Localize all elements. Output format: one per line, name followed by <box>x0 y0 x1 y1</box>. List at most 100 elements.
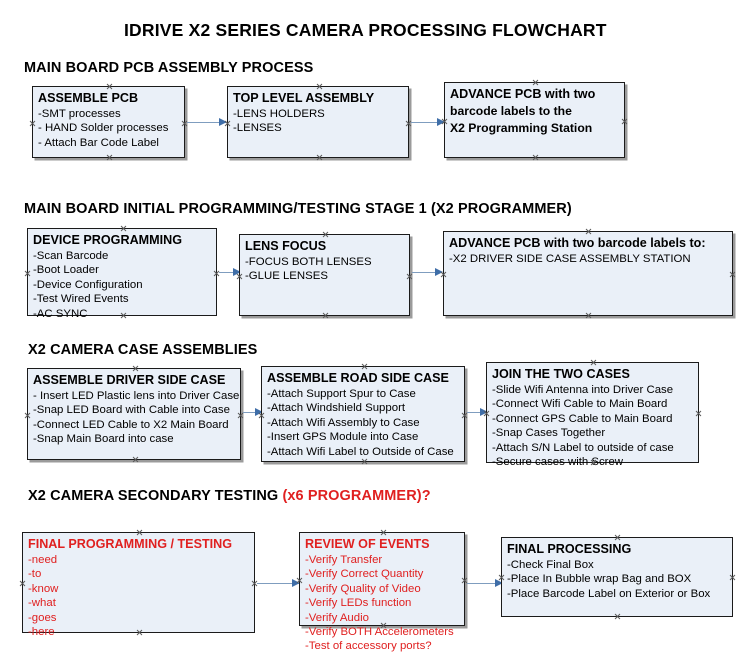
resize-handle-right[interactable] <box>461 412 468 419</box>
box-item: -Verify Audio <box>305 611 369 624</box>
box-item: -know <box>28 582 59 595</box>
box-final-processing[interactable]: FINAL PROCESSING -Check Final Box -Place… <box>501 537 733 617</box>
connector-line <box>412 271 442 273</box>
box-header: FINAL PROGRAMMING / TESTING <box>28 537 233 551</box>
resize-handle-top[interactable] <box>106 83 113 90</box>
resize-handle-bottom[interactable] <box>614 613 621 620</box>
resize-handle-left[interactable] <box>29 120 36 127</box>
resize-handle-top[interactable] <box>590 359 597 366</box>
box-item: -Snap Main Board into case <box>33 433 174 446</box>
box-item: X2 Programming Station <box>450 121 593 135</box>
box-item: -Snap LED Board with Cable into Case <box>33 404 230 417</box>
connector-lens-focus-to-advance-pcb-driver-side <box>412 267 443 277</box>
resize-handle-top[interactable] <box>380 529 387 536</box>
box-header: REVIEW OF EVENTS <box>305 537 430 551</box>
connector-line <box>467 582 502 584</box>
box-item: -Attach Wifi Assembly to Case <box>267 416 420 429</box>
resize-handle-right[interactable] <box>729 574 736 581</box>
resize-handle-top[interactable] <box>316 83 323 90</box>
connector-review-of-events-to-final-processing <box>467 578 503 588</box>
box-item: -goes <box>28 611 57 624</box>
box-item: -Scan Barcode <box>33 250 109 262</box>
resize-handle-top[interactable] <box>532 79 539 86</box>
resize-handle-bottom[interactable] <box>361 458 368 465</box>
resize-handle-left[interactable] <box>498 574 505 581</box>
resize-handle-left[interactable] <box>24 412 31 419</box>
resize-handle-left[interactable] <box>441 118 448 125</box>
resize-handle-right[interactable] <box>695 410 702 417</box>
resize-handle-bottom[interactable] <box>316 154 323 161</box>
box-item: -Snap Cases Together <box>492 427 606 440</box>
connector-device-programming-to-lens-focus <box>219 267 241 277</box>
resize-handle-top[interactable] <box>361 363 368 370</box>
resize-handle-right[interactable] <box>729 271 736 278</box>
box-header: ASSEMBLE PCB <box>38 91 139 105</box>
box-header: LENS FOCUS <box>245 239 327 253</box>
connector-final-programming-to-review-of-events <box>257 578 300 588</box>
section-title-accent: (x6 PROGRAMMER)? <box>282 488 431 504</box>
resize-handle-right[interactable] <box>406 273 413 280</box>
resize-handle-left[interactable] <box>24 270 31 277</box>
box-lens-focus[interactable]: LENS FOCUS -FOCUS BOTH LENSES -GLUE LENS… <box>239 234 410 316</box>
resize-handle-bottom[interactable] <box>532 154 539 161</box>
box-assemble-driver-side-case[interactable]: ASSEMBLE DRIVER SIDE CASE - Insert LED P… <box>27 368 241 460</box>
box-item: -Verify LEDs function <box>305 597 412 610</box>
section-title-x2-camera-secondary-testing: X2 CAMERA SECONDARY TESTING (x6 PROGRAMM… <box>28 488 431 504</box>
box-assemble-pcb[interactable]: ASSEMBLE PCB -SMT processes - HAND Solde… <box>32 86 185 158</box>
resize-handle-bottom[interactable] <box>322 312 329 319</box>
box-item: -LENSES <box>233 122 282 135</box>
resize-handle-top[interactable] <box>132 365 139 372</box>
connector-line <box>187 121 226 123</box>
resize-handle-right[interactable] <box>461 577 468 584</box>
box-device-programming[interactable]: DEVICE PROGRAMMING -Scan Barcode -Boot L… <box>24 225 220 320</box>
resize-handle-top[interactable] <box>120 225 127 232</box>
resize-handle-left[interactable] <box>258 412 265 419</box>
box-item: -AC SYNC <box>33 307 88 320</box>
resize-handle-left[interactable] <box>296 577 303 584</box>
box-final-programming-testing[interactable]: FINAL PROGRAMMING / TESTING -need -to -k… <box>19 529 258 638</box>
box-advance-pcb-driver-side[interactable]: ADVANCE PCB with two barcode labels to: … <box>443 231 733 316</box>
resize-handle-right[interactable] <box>405 120 412 127</box>
box-top-level-assembly[interactable]: TOP LEVEL ASSEMBLY -LENS HOLDERS -LENSES <box>227 86 409 158</box>
box-item: -what <box>28 597 56 610</box>
connector-line <box>411 121 444 123</box>
box-advance-pcb-programming-station[interactable]: ADVANCE PCB with two barcode labels to t… <box>444 82 625 158</box>
resize-handle-top[interactable] <box>322 231 329 238</box>
box-item: -Insert GPS Module into Case <box>267 431 419 444</box>
box-item: -Secure cases with Screw <box>492 456 624 469</box>
box-assemble-road-side-case[interactable]: ASSEMBLE ROAD SIDE CASE -Attach Support … <box>261 366 465 462</box>
resize-handle-bottom[interactable] <box>585 312 592 319</box>
section-title-main-board-initial-programming: MAIN BOARD INITIAL PROGRAMMING/TESTING S… <box>24 201 572 217</box>
section-title-text: MAIN BOARD PCB ASSEMBLY PROCESS <box>24 60 314 76</box>
resize-handle-right[interactable] <box>621 118 628 125</box>
resize-handle-left[interactable] <box>483 410 490 417</box>
connector-line <box>243 411 262 413</box>
box-item: -need <box>28 554 58 566</box>
box-item: -Slide Wifi Antenna into Driver Case <box>492 384 674 396</box>
box-join-the-two-cases[interactable]: JOIN THE TWO CASES -Slide Wifi Antenna i… <box>483 359 702 468</box>
resize-handle-top[interactable] <box>614 534 621 541</box>
resize-handle-right[interactable] <box>251 580 258 587</box>
box-item: -Verify Transfer <box>305 554 383 566</box>
box-item: - Attach Bar Code Label <box>38 136 159 149</box>
resize-handle-bottom[interactable] <box>132 456 139 463</box>
resize-handle-right[interactable] <box>213 270 220 277</box>
section-title-text: X2 CAMERA CASE ASSEMBLIES <box>28 342 258 358</box>
resize-handle-top[interactable] <box>136 529 143 536</box>
resize-handle-bottom[interactable] <box>106 154 113 161</box>
connector-line <box>219 271 240 273</box>
resize-handle-right[interactable] <box>181 120 188 127</box>
box-item: -Attach Wifi Label to Outside of Case <box>267 445 454 458</box>
resize-handle-left[interactable] <box>440 271 447 278</box>
box-item: -Place Barcode Label on Exterior or Box <box>507 587 711 600</box>
section-title-main-board-pcb-assembly-process: MAIN BOARD PCB ASSEMBLY PROCESS <box>24 60 313 76</box>
resize-handle-right[interactable] <box>237 412 244 419</box>
resize-handle-left[interactable] <box>236 273 243 280</box>
resize-handle-left[interactable] <box>19 580 26 587</box>
box-item: -LENS HOLDERS <box>233 108 325 120</box>
resize-handle-top[interactable] <box>585 228 592 235</box>
box-review-of-events[interactable]: REVIEW OF EVENTS -Verify Transfer -Verif… <box>296 529 468 652</box>
resize-handle-left[interactable] <box>224 120 231 127</box>
box-item: -Attach S/N Label to outside of case <box>492 441 674 454</box>
connector-line <box>257 582 299 584</box>
